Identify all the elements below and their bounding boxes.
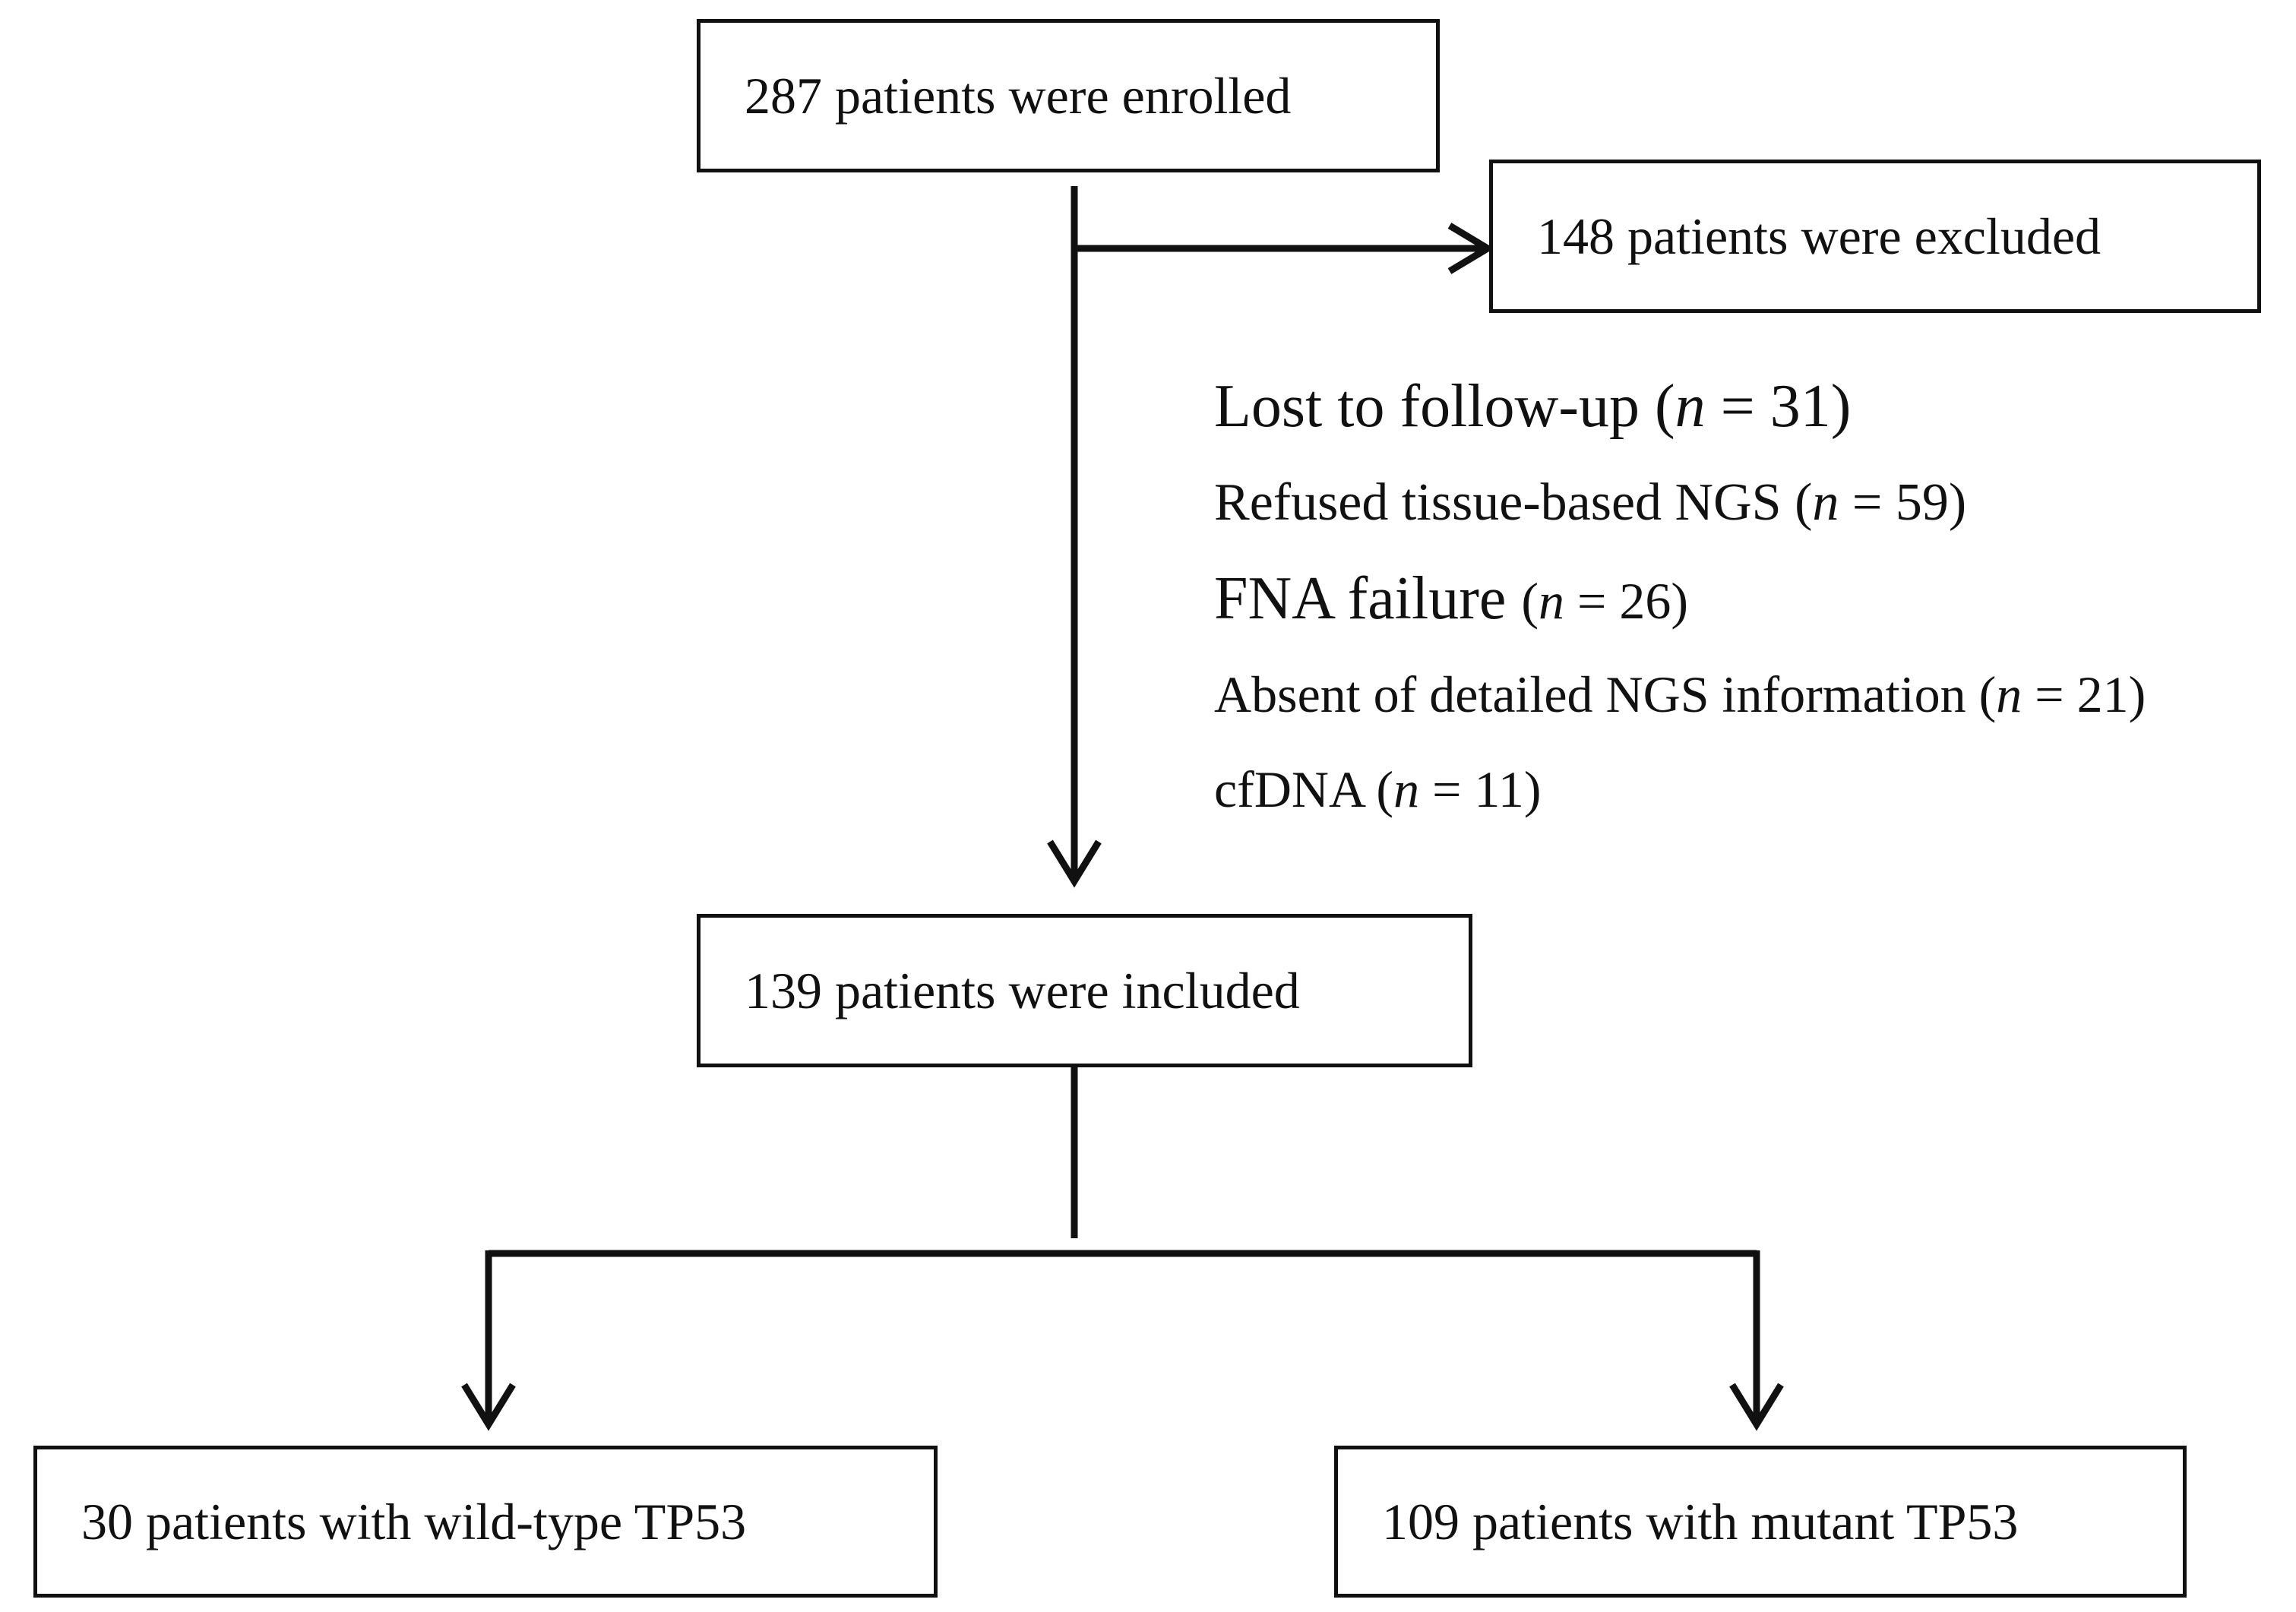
exclusion-reason: FNA failure (n = 26) — [1214, 565, 1689, 632]
box-mutant: 109 patients with mutant TP53 — [1334, 1446, 2187, 1598]
equals-sign: = — [1705, 373, 1770, 440]
equals-sign: = — [1564, 572, 1620, 630]
n-symbol: n — [1539, 572, 1565, 630]
box-wild-type: 30 patients with wild-type TP53 — [33, 1446, 938, 1598]
equals-sign: = — [2022, 665, 2077, 723]
n-symbol: n — [1675, 373, 1706, 440]
enrolled-label: 287 patients were enrolled — [745, 66, 1292, 125]
n-symbol: n — [1996, 665, 2022, 723]
box-enrolled: 287 patients were enrolled — [697, 19, 1440, 172]
reason-count: 31 — [1769, 373, 1831, 440]
wild-type-label: 30 patients with wild-type TP53 — [81, 1492, 747, 1550]
mutant-label: 109 patients with mutant TP53 — [1382, 1492, 2019, 1550]
reason-count: 59 — [1895, 473, 1949, 532]
equals-sign: = — [1419, 760, 1475, 818]
reason-label: FNA failure — [1214, 565, 1507, 632]
reason-label: Absent of detailed NGS information — [1214, 665, 1966, 723]
excluded-label: 148 patients were excluded — [1537, 207, 2102, 265]
exclusion-reason: cfDNA (n = 11) — [1214, 760, 1542, 818]
reason-label: cfDNA — [1214, 760, 1364, 818]
exclusion-reason: Lost to follow-up (n = 31) — [1214, 373, 1852, 440]
arrowhead-to-wild-type — [461, 1383, 516, 1431]
arrowhead-to-included — [1047, 839, 1102, 888]
reason-count: 26 — [1619, 572, 1671, 630]
arrowhead-to-mutant — [1729, 1383, 1784, 1431]
n-symbol: n — [1812, 473, 1839, 532]
arrowhead-to-excluded — [1447, 223, 1494, 274]
box-excluded: 148 patients were excluded — [1489, 160, 2261, 313]
n-symbol: n — [1393, 760, 1420, 818]
equals-sign: = — [1839, 473, 1896, 532]
reason-count: 11 — [1474, 760, 1524, 818]
reason-count: 21 — [2076, 665, 2129, 723]
box-included: 139 patients were included — [697, 914, 1472, 1067]
exclusion-reason: Absent of detailed NGS information (n = … — [1214, 665, 2146, 723]
exclusion-reason: Refused tissue-based NGS (n = 59) — [1214, 473, 1967, 532]
reason-label: Refused tissue-based NGS — [1214, 473, 1782, 532]
included-label: 139 patients were included — [745, 961, 1300, 1019]
reason-label: Lost to follow-up — [1214, 373, 1640, 440]
